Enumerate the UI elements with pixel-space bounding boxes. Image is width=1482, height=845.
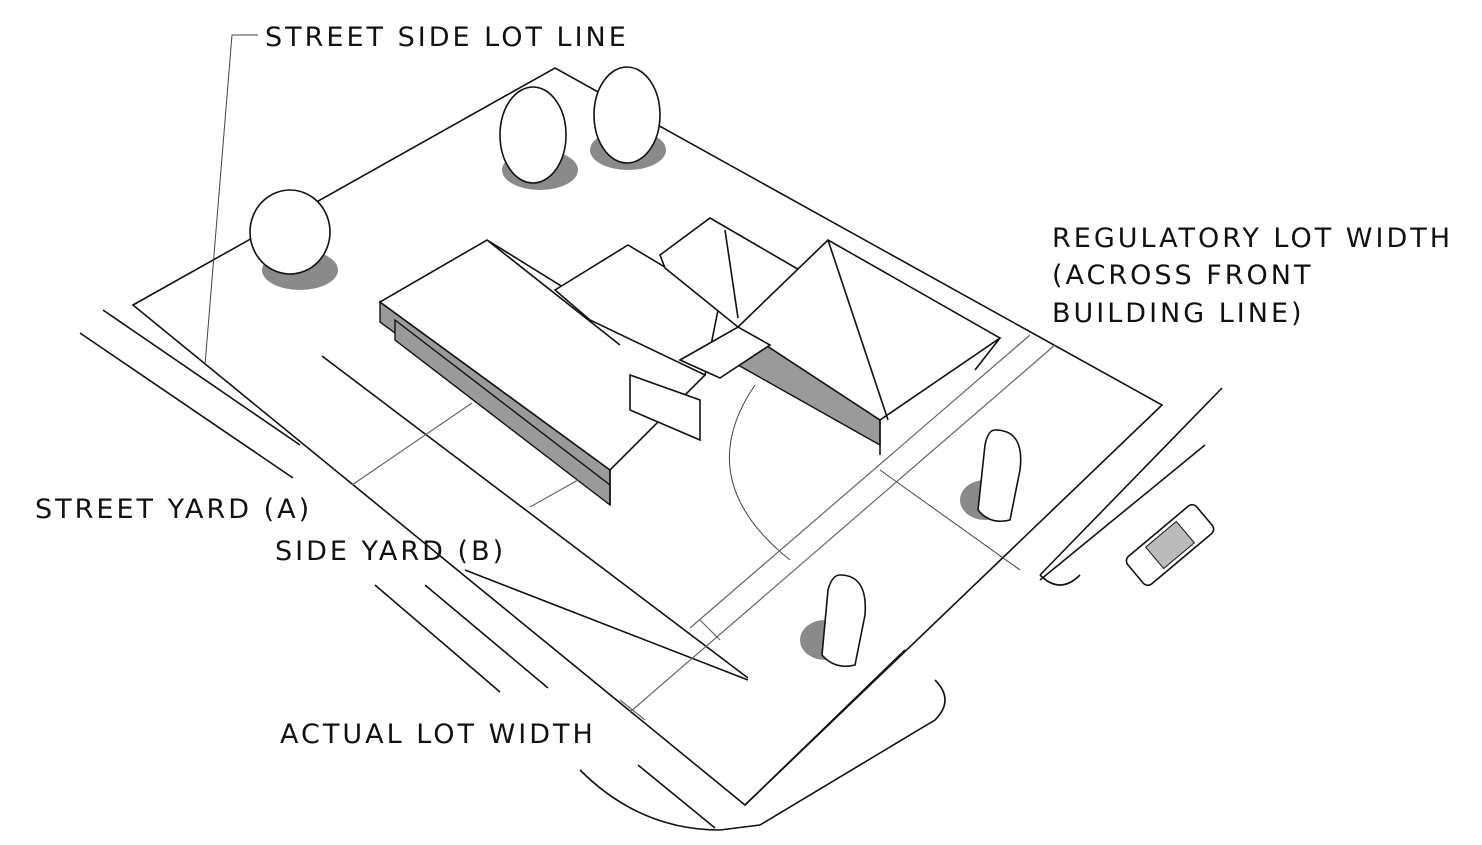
- lot-outline: [131, 67, 1164, 807]
- street-yard-label: STREET YARD (A): [35, 494, 312, 525]
- tree-icons: [249, 66, 1022, 668]
- regulatory-lot-width-label-line3: BUILDING LINE): [1052, 298, 1305, 329]
- actual-lot-width-label: ACTUAL LOT WIDTH: [280, 719, 596, 750]
- regulatory-lot-width-label-line2: (ACROSS FRONT: [1052, 260, 1314, 291]
- side-yard-label: SIDE YARD (B): [275, 536, 506, 567]
- street-side-lot-line-label: STREET SIDE LOT LINE: [265, 22, 629, 53]
- street-side-lot-line-leader: [204, 34, 258, 366]
- house: [378, 217, 1002, 507]
- dimension-lines: [351, 334, 1056, 721]
- car-icon: [1125, 503, 1215, 587]
- driveway: [728, 384, 791, 561]
- regulatory-lot-width-label: REGULATORY LOT WIDTH: [1052, 223, 1453, 254]
